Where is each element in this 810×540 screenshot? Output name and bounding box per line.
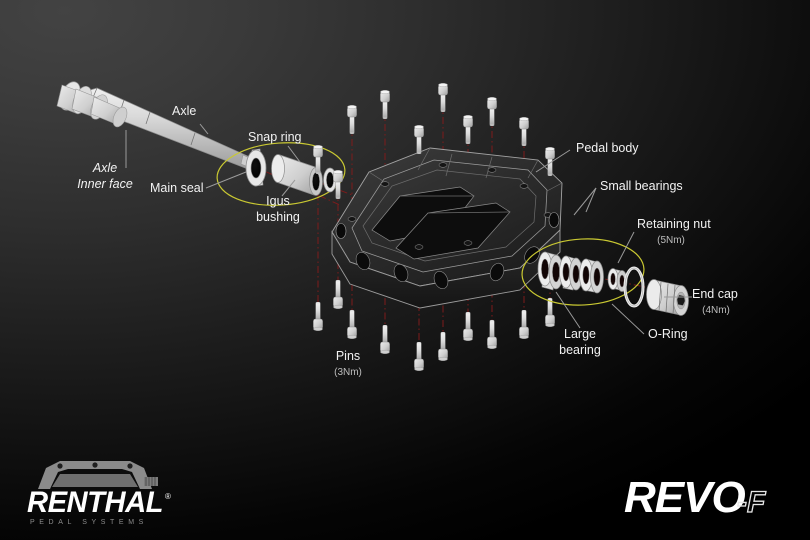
highlight-ellipse-left — [216, 142, 346, 206]
torque-end-cap: (4Nm) — [702, 305, 730, 316]
product-suffix: -F — [737, 486, 766, 519]
leader-lines — [125, 123, 692, 335]
label-o-ring: O-Ring — [648, 327, 688, 341]
product-logo: REVO -F — [624, 473, 767, 522]
renthal-trademark: ® — [165, 492, 171, 501]
axle-part — [56, 81, 259, 171]
large-bearing-part — [537, 251, 564, 291]
labels-group: Axle Axle Inner face Snap ring Main seal… — [77, 104, 738, 378]
small-bearing-2 — [579, 258, 604, 294]
label-axle-inner-1: Axle — [92, 161, 117, 175]
renthal-wordmark: RENTHAL — [27, 486, 163, 519]
label-axle: Axle — [172, 104, 196, 118]
retaining-nut-part — [607, 268, 628, 292]
label-end-cap: End cap — [692, 287, 738, 301]
label-small-bearings: Small bearings — [600, 179, 683, 193]
handlebar-icon — [38, 461, 158, 489]
bearing-stack — [537, 251, 645, 308]
label-snap-ring: Snap ring — [248, 130, 302, 144]
renthal-logo: RENTHAL ® PEDAL SYSTEMS — [27, 461, 171, 526]
label-igus-1: Igus — [266, 194, 290, 208]
renthal-tagline: PEDAL SYSTEMS — [30, 519, 148, 526]
pedal-body-part — [331, 147, 563, 309]
torque-retaining-nut: (5Nm) — [657, 235, 685, 246]
label-pedal-body: Pedal body — [576, 141, 639, 155]
label-retaining-nut: Retaining nut — [637, 217, 711, 231]
label-large-bearing-2: bearing — [559, 343, 601, 357]
o-ring-part — [623, 266, 645, 308]
torque-pins: (3Nm) — [334, 367, 362, 378]
label-igus-2: bushing — [256, 210, 300, 224]
label-axle-inner-2: Inner face — [77, 177, 133, 191]
label-pins: Pins — [336, 349, 360, 363]
highlight-ellipse-right — [521, 238, 645, 306]
main-seal-part — [245, 148, 267, 187]
product-name: REVO — [624, 473, 745, 522]
label-large-bearing-1: Large — [564, 327, 596, 341]
label-main-seal: Main seal — [150, 181, 204, 195]
igus-bushing-part — [271, 154, 323, 196]
small-bearing-1 — [559, 255, 583, 291]
